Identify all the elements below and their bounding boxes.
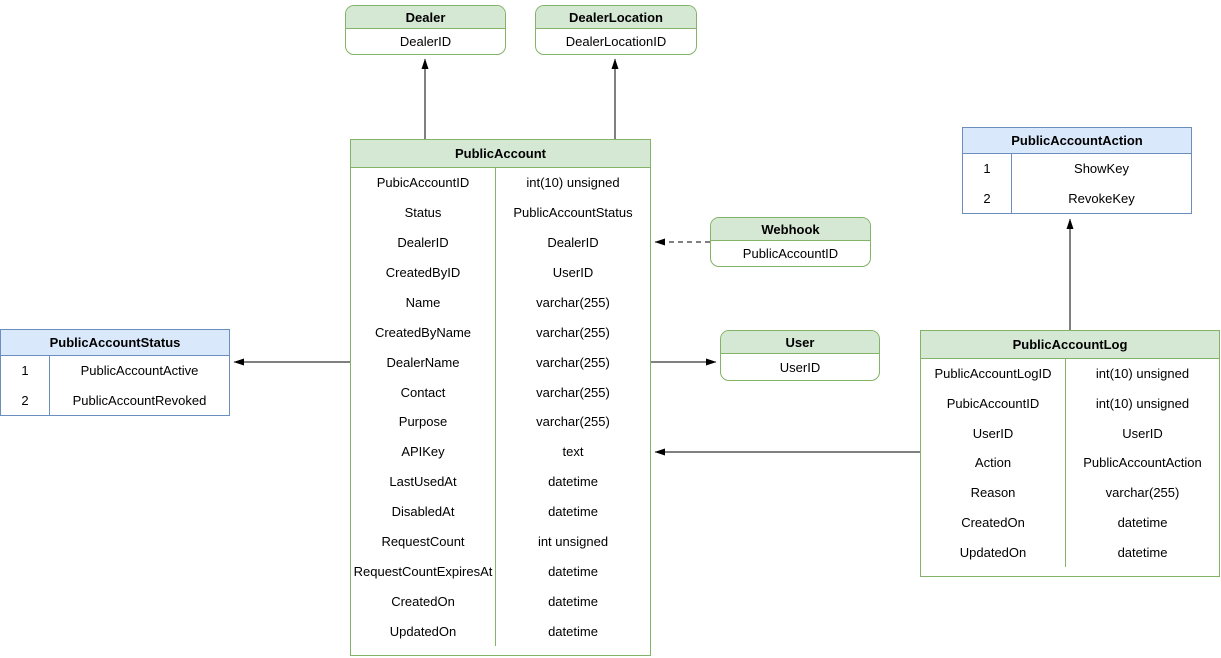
field-name-cell: PubicAccountID — [351, 168, 496, 198]
field-type-cell: datetime — [548, 563, 598, 579]
field-name-cell: RequestCountExpiresAt — [351, 556, 496, 587]
field-name-cell: CreatedOn — [921, 507, 1066, 538]
enum-value-cell: PublicAccountRevoked — [72, 392, 207, 408]
entity-publicaccountaction-title: PublicAccountAction — [963, 128, 1191, 154]
table-row: DealerID — [399, 34, 452, 49]
enum-value-cell: PublicAccountActive — [80, 363, 199, 379]
field-type-cell: varchar(255) — [536, 294, 610, 310]
entity-publicaccountstatus-title: PublicAccountStatus — [1, 330, 229, 356]
field-name-cell: APIKey — [351, 436, 496, 467]
field-name-cell: UpdatedOn — [921, 537, 1066, 567]
field-type-cell: UserID — [552, 265, 594, 281]
field-name-cell: DealerName — [351, 347, 496, 378]
table-row: UserID — [779, 359, 821, 375]
enum-value-cell: RevokeKey — [1068, 190, 1135, 206]
field-name-cell: RequestCount — [351, 526, 496, 557]
table-row: DealerLocationID — [565, 34, 667, 49]
entity-user-title: User — [721, 331, 879, 354]
field-name-cell: Name — [351, 287, 496, 318]
entity-dealerlocation[interactable]: DealerLocation DealerLocationID — [535, 5, 697, 55]
enum-key-cell: 2 — [963, 183, 1012, 213]
field-type-cell: int(10) unsigned — [526, 175, 620, 191]
field-type-cell: int(10) unsigned — [1095, 366, 1190, 382]
field-name-cell: Contact — [351, 377, 496, 407]
field-name-cell: CreatedByID — [351, 257, 496, 288]
field-type-cell: datetime — [1117, 514, 1168, 530]
entity-publicaccountstatus-entries: 1 PublicAccountActive 2 PublicAccountRev… — [1, 356, 229, 415]
entity-publicaccount[interactable]: PublicAccount PubicAccountID int(10) uns… — [350, 139, 651, 656]
field-name-cell: Action — [921, 448, 1066, 478]
entity-publicaccount-fields: PubicAccountID int(10) unsigned Status P… — [351, 168, 650, 655]
field-type-cell: text — [562, 444, 584, 460]
entity-user-rows: UserID — [721, 354, 879, 380]
field-name-cell: PubicAccountID — [921, 388, 1066, 419]
field-name-cell: Purpose — [351, 407, 496, 437]
field-type-cell: int unsigned — [537, 533, 609, 549]
field-type-cell: datetime — [548, 593, 598, 609]
entity-publicaccountlog-title: PublicAccountLog — [921, 331, 1219, 359]
entity-user[interactable]: User UserID — [720, 330, 880, 381]
enum-key-cell: 1 — [963, 154, 1012, 184]
entity-publicaccountaction-entries: 1 ShowKey 2 RevokeKey — [963, 154, 1191, 213]
entity-dealerlocation-rows: DealerLocationID — [536, 29, 696, 54]
field-type-cell: datetime — [1117, 544, 1168, 560]
entity-webhook[interactable]: Webhook PublicAccountID — [710, 217, 871, 267]
entity-publicaccountaction[interactable]: PublicAccountAction 1 ShowKey 2 RevokeKe… — [962, 127, 1192, 214]
field-type-cell: PublicAccountAction — [1083, 455, 1202, 471]
entity-dealer-rows: DealerID — [346, 29, 505, 54]
entity-publicaccountstatus[interactable]: PublicAccountStatus 1 PublicAccountActiv… — [0, 329, 230, 416]
field-type-cell: datetime — [548, 623, 598, 639]
field-name-cell: UpdatedOn — [351, 616, 496, 646]
field-type-cell: datetime — [548, 504, 598, 520]
enum-value-cell: ShowKey — [1074, 161, 1129, 177]
enum-key-cell: 2 — [1, 385, 50, 415]
entity-publicaccount-title: PublicAccount — [351, 140, 650, 168]
entity-publicaccountlog[interactable]: PublicAccountLog PublicAccountLogID int(… — [920, 330, 1220, 577]
entity-dealer-title: Dealer — [346, 6, 505, 29]
enum-key-cell: 1 — [1, 356, 50, 386]
field-type-cell: varchar(255) — [536, 354, 610, 370]
entity-webhook-title: Webhook — [711, 218, 870, 241]
entity-dealer[interactable]: Dealer DealerID — [345, 5, 506, 55]
field-name-cell: CreatedByName — [351, 317, 496, 348]
field-type-cell: UserID — [1122, 425, 1163, 441]
field-name-cell: DisabledAt — [351, 496, 496, 527]
field-name-cell: DealerID — [351, 227, 496, 258]
table-row: PublicAccountID — [742, 246, 839, 261]
entity-publicaccountlog-fields: PublicAccountLogID int(10) unsigned Pubi… — [921, 359, 1219, 576]
entity-dealerlocation-title: DealerLocation — [536, 6, 696, 29]
field-name-cell: CreatedOn — [351, 586, 496, 617]
field-type-cell: varchar(255) — [536, 384, 610, 400]
field-type-cell: int(10) unsigned — [1095, 396, 1190, 412]
field-type-cell: varchar(255) — [536, 324, 610, 340]
field-name-cell: PublicAccountLogID — [921, 359, 1066, 389]
field-name-cell: Status — [351, 197, 496, 228]
field-type-cell: varchar(255) — [1105, 485, 1180, 501]
field-name-cell: LastUsedAt — [351, 466, 496, 497]
field-name-cell: Reason — [921, 477, 1066, 508]
entity-webhook-rows: PublicAccountID — [711, 241, 870, 266]
field-type-cell: datetime — [548, 474, 598, 490]
field-type-cell: DealerID — [547, 235, 599, 251]
field-type-cell: varchar(255) — [536, 414, 610, 430]
field-name-cell: UserID — [921, 418, 1066, 449]
field-type-cell: PublicAccountStatus — [513, 205, 633, 221]
